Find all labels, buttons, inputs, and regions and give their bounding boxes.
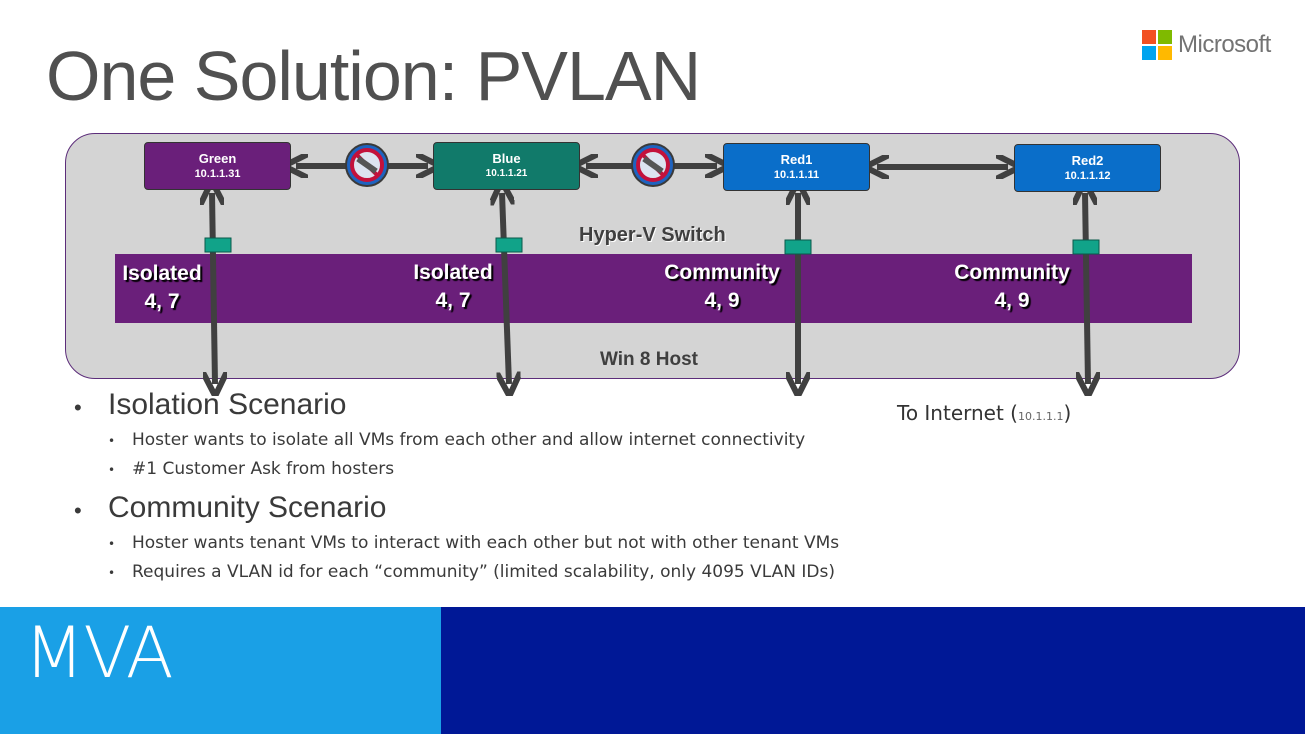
vm-green: Green 10.1.1.31 bbox=[144, 142, 291, 190]
switch-port bbox=[1072, 239, 1100, 255]
bullet-heading: Community Scenario bbox=[70, 491, 839, 531]
bullet-heading: Isolation Scenario bbox=[70, 388, 839, 428]
vertical-link-red2 bbox=[1085, 193, 1088, 384]
vm-blue: Blue 10.1.1.21 bbox=[433, 142, 580, 190]
port-label-red2: Community 4, 9 bbox=[937, 259, 1087, 315]
switch-port bbox=[784, 239, 812, 255]
port-mode: Community bbox=[664, 261, 780, 284]
vm-name: Blue bbox=[492, 151, 521, 166]
vm-red2: Red2 10.1.1.12 bbox=[1014, 144, 1161, 192]
bullet-item: #1 Customer Ask from hosters bbox=[70, 459, 839, 481]
internet-ip: 10.1.1.1 bbox=[1018, 410, 1064, 423]
switch-port bbox=[495, 237, 523, 253]
port-vlans: 4, 9 bbox=[994, 289, 1030, 312]
footer-left-band bbox=[0, 607, 441, 734]
no-entry-icon bbox=[631, 143, 675, 187]
microsoft-wordmark: Microsoft bbox=[1178, 31, 1271, 58]
switch-port bbox=[204, 237, 232, 253]
vm-red1: Red1 10.1.1.11 bbox=[723, 143, 870, 191]
hyper-v-switch-bar bbox=[115, 254, 1192, 323]
internet-text: To Internet ( bbox=[897, 401, 1018, 425]
vm-name: Red1 bbox=[780, 152, 813, 167]
vm-ip: 10.1.1.21 bbox=[485, 168, 528, 179]
slide-title: One Solution: PVLAN bbox=[46, 37, 701, 115]
vm-name: Red2 bbox=[1071, 153, 1104, 168]
port-mode: Community bbox=[954, 261, 1070, 284]
port-label-blue: Isolated 4, 7 bbox=[403, 259, 503, 315]
port-label-red1: Community 4, 9 bbox=[647, 259, 797, 315]
port-vlans: 4, 7 bbox=[435, 289, 471, 312]
vm-ip: 10.1.1.31 bbox=[194, 168, 241, 180]
bullet-list: Isolation Scenario Hoster wants to isola… bbox=[70, 388, 839, 591]
vm-ip: 10.1.1.11 bbox=[773, 169, 820, 181]
bullet-item: Requires a VLAN id for each “community” … bbox=[70, 562, 839, 584]
port-vlans: 4, 7 bbox=[144, 290, 180, 313]
microsoft-logo-icon bbox=[1142, 30, 1172, 60]
no-entry-icon bbox=[345, 143, 389, 187]
vm-name: Green bbox=[198, 151, 237, 166]
bullet-item: Hoster wants tenant VMs to interact with… bbox=[70, 533, 839, 555]
footer-right-band bbox=[441, 607, 1305, 734]
port-mode: Isolated bbox=[413, 261, 493, 284]
vm-ip: 10.1.1.12 bbox=[1064, 170, 1111, 182]
microsoft-logo: Microsoft bbox=[1142, 30, 1271, 60]
vertical-link-blue bbox=[502, 193, 509, 384]
port-vlans: 4, 9 bbox=[704, 289, 740, 312]
hyper-v-switch-label: Hyper-V Switch bbox=[579, 224, 726, 246]
vertical-link-green bbox=[212, 193, 215, 384]
mva-logo: MVA bbox=[24, 612, 174, 694]
port-mode: Isolated bbox=[122, 262, 202, 285]
internet-label: To Internet (10.1.1.1) bbox=[897, 401, 1071, 425]
host-label: Win 8 Host bbox=[600, 349, 698, 370]
port-label-green: Isolated 4, 7 bbox=[112, 260, 212, 316]
bullet-item: Hoster wants to isolate all VMs from eac… bbox=[70, 430, 839, 452]
internet-close: ) bbox=[1063, 401, 1072, 425]
